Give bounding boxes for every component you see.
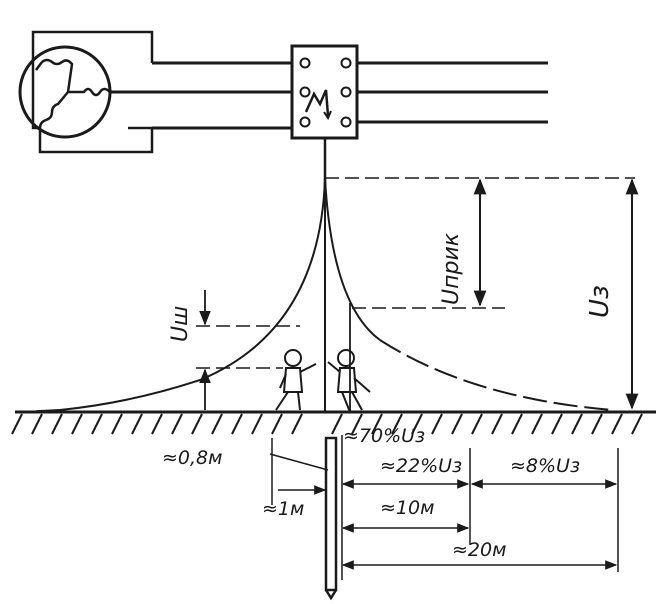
ground-hatch-mark <box>211 413 223 435</box>
label-dist-1: ≈1м <box>262 498 304 520</box>
ground-hatch-mark <box>511 413 523 435</box>
label-pct8: ≈8%Uз <box>510 455 580 477</box>
ground-hatch-mark <box>71 413 83 435</box>
phase-lines <box>110 61 548 130</box>
ground-hatch-mark <box>551 413 563 435</box>
ground-hatch-mark <box>271 413 283 435</box>
label-dist-08: ≈0,8м <box>162 447 222 469</box>
ground-hatch-mark <box>31 413 43 435</box>
ground-surface <box>11 410 656 435</box>
person-touch-voltage <box>327 349 371 413</box>
ground-hatch-mark <box>471 413 483 435</box>
ground-hatch-mark <box>451 413 463 435</box>
ground-hatch-mark <box>151 413 163 435</box>
ground-hatch-mark <box>131 413 143 435</box>
label-ground-voltage: Uз <box>585 285 615 318</box>
ground-hatch-mark <box>11 413 23 435</box>
ground-hatch-mark <box>291 413 303 435</box>
ground-hatch-mark <box>171 413 183 435</box>
ground-hatch-mark <box>111 413 123 435</box>
voltage-arrows <box>199 178 639 410</box>
ground-hatch-mark <box>491 413 503 435</box>
ground-hatch-mark <box>331 413 343 435</box>
ground-hatch-mark <box>91 413 103 435</box>
label-pct22: ≈22%Uз <box>380 455 462 477</box>
ground-hatch-mark <box>371 413 383 435</box>
reference-lines <box>196 177 635 369</box>
ground-hatch-mark <box>531 413 543 435</box>
ground-hatch-mark <box>231 413 243 435</box>
ground-hatch-mark <box>191 413 203 435</box>
ground-hatch-mark <box>351 413 363 435</box>
label-dist-20: ≈20м <box>452 539 506 561</box>
ground-hatch-mark <box>431 413 443 435</box>
label-dist-10: ≈10м <box>380 497 434 519</box>
ground-hatch-mark <box>591 413 603 435</box>
ground-hatch-mark <box>391 413 403 435</box>
potential-curve <box>21 177 613 413</box>
label-pct70: ≈70%Uз <box>343 425 425 447</box>
ground-electrode <box>324 436 338 601</box>
ground-hatch-mark <box>611 413 623 435</box>
person-step-voltage <box>275 349 317 411</box>
ground-hatch-mark <box>51 413 63 435</box>
distance-lines <box>269 435 619 580</box>
ground-hatch-mark <box>251 413 263 435</box>
label-touch-voltage: Uприк <box>439 232 464 305</box>
label-step-voltage: Uш <box>168 306 193 342</box>
ground-hatch-mark <box>631 413 643 435</box>
ground-hatch-mark <box>411 413 423 435</box>
ground-hatch-mark <box>571 413 583 435</box>
switch-box <box>290 44 359 140</box>
